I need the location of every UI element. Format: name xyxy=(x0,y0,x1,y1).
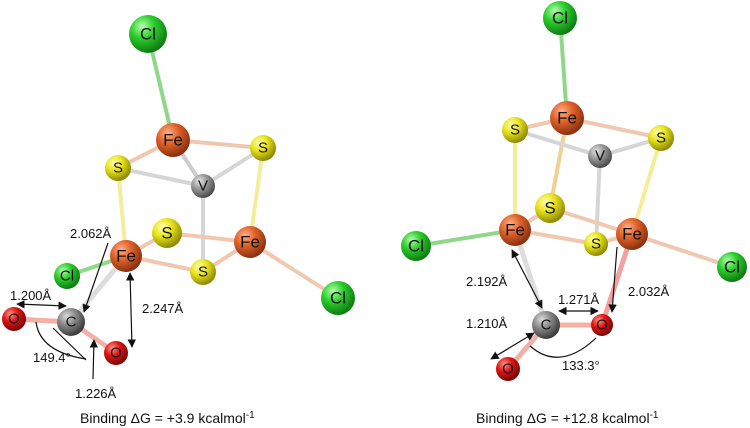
right-atoms: Cl Fe S S V S Fe S Fe Cl Cl C O O xyxy=(401,1,747,381)
svg-text:S: S xyxy=(161,224,172,243)
left-c-o-short-label: 1.200Å xyxy=(10,288,52,303)
svg-text:O: O xyxy=(502,361,514,378)
svg-text:Cl: Cl xyxy=(330,289,346,308)
svg-text:S: S xyxy=(198,264,208,281)
left-fe-o-label: 2.247Å xyxy=(142,301,184,316)
left-cl-left: Cl xyxy=(54,263,80,289)
right-structure: Cl Fe S S V S Fe S Fe Cl Cl C O O 2.192Å… xyxy=(401,1,747,426)
right-s-center: S xyxy=(535,193,565,223)
left-atoms: Cl Fe S S V S Fe S Fe Cl Cl C O O xyxy=(2,15,355,365)
right-c-o-bound-label: 1.271Å xyxy=(558,292,600,307)
right-fe-c-arrow xyxy=(511,249,543,309)
left-fe-right: Fe xyxy=(234,226,266,258)
left-cl-right: Cl xyxy=(321,281,355,315)
right-v: V xyxy=(588,144,612,168)
right-s-lower: S xyxy=(584,232,608,256)
right-cl-left: Cl xyxy=(401,231,431,261)
right-c-o-free-label: 1.210Å xyxy=(466,316,508,331)
right-angle-curve xyxy=(529,337,597,358)
left-binding-caption: Binding ΔG = +3.9 kcalmol-1 xyxy=(80,410,255,426)
svg-text:Fe: Fe xyxy=(240,233,260,252)
right-fe-right: Fe xyxy=(616,218,648,250)
left-s-lower: S xyxy=(190,259,216,285)
svg-text:S: S xyxy=(591,236,601,253)
right-fe-c-label: 2.192Å xyxy=(466,274,508,289)
svg-text:S: S xyxy=(113,160,123,177)
left-s-upper-right: S xyxy=(250,135,276,161)
right-angle-label: 133.3° xyxy=(562,358,600,373)
left-o-left: O xyxy=(2,307,26,331)
svg-text:Cl: Cl xyxy=(724,258,740,277)
right-s-left: S xyxy=(502,117,528,143)
right-cl-right: Cl xyxy=(717,252,747,282)
left-arrows xyxy=(16,242,136,380)
left-angle-label: 149.4° xyxy=(33,350,71,365)
svg-text:S: S xyxy=(544,199,555,218)
svg-text:Cl: Cl xyxy=(408,237,424,256)
svg-text:S: S xyxy=(510,122,520,139)
left-c-o-short-arrow xyxy=(16,300,67,310)
left-s-upper-left: S xyxy=(105,155,131,181)
right-s-right: S xyxy=(648,125,674,151)
right-fe-o-label: 2.032Å xyxy=(628,284,670,299)
left-fe-o-arrow xyxy=(126,272,136,348)
right-cl-top: Cl xyxy=(543,1,577,35)
svg-text:O: O xyxy=(8,311,20,328)
left-structure: Cl Fe S S V S Fe S Fe Cl Cl C O O 2.062Å… xyxy=(2,15,355,426)
svg-text:Fe: Fe xyxy=(505,221,525,240)
svg-text:Cl: Cl xyxy=(140,25,156,44)
left-angle-curve xyxy=(35,321,87,360)
svg-text:Fe: Fe xyxy=(622,225,642,244)
left-c-o-long-arrow xyxy=(89,339,99,380)
left-fe-c-label: 2.062Å xyxy=(70,226,112,241)
right-fe-top: Fe xyxy=(550,101,584,135)
svg-text:S: S xyxy=(656,130,666,147)
right-arrows xyxy=(490,246,618,360)
svg-text:O: O xyxy=(596,317,608,334)
left-cl-top: Cl xyxy=(129,15,167,53)
left-o-right: O xyxy=(104,341,128,365)
svg-text:V: V xyxy=(198,178,208,195)
svg-text:Fe: Fe xyxy=(557,109,577,128)
svg-text:C: C xyxy=(66,314,77,331)
right-c-o-free-arrow xyxy=(490,332,535,360)
right-o-bound: O xyxy=(591,314,613,336)
right-binding-caption: Binding ΔG = +12.8 kcalmol-1 xyxy=(476,410,659,426)
svg-text:Cl: Cl xyxy=(60,268,74,285)
left-fe-top: Fe xyxy=(156,123,190,157)
left-v: V xyxy=(191,174,215,198)
left-fe-left: Fe xyxy=(110,240,142,272)
right-bonds xyxy=(414,16,734,372)
svg-text:V: V xyxy=(595,148,605,165)
left-fe-c-arrow xyxy=(82,242,109,313)
right-o-free: O xyxy=(496,357,520,381)
svg-text:Cl: Cl xyxy=(552,9,568,28)
svg-text:S: S xyxy=(258,140,268,157)
right-fe-left: Fe xyxy=(499,214,531,246)
left-c-o-long-label: 1.226Å xyxy=(75,386,117,401)
left-c: C xyxy=(57,308,85,336)
right-fe-o-arrow xyxy=(608,246,618,313)
left-angle-arc xyxy=(52,327,87,361)
left-s-center: S xyxy=(152,218,182,248)
svg-text:Fe: Fe xyxy=(116,247,136,266)
svg-text:Fe: Fe xyxy=(163,131,183,150)
svg-text:O: O xyxy=(110,345,122,362)
svg-text:C: C xyxy=(541,317,552,334)
right-c: C xyxy=(532,311,560,339)
